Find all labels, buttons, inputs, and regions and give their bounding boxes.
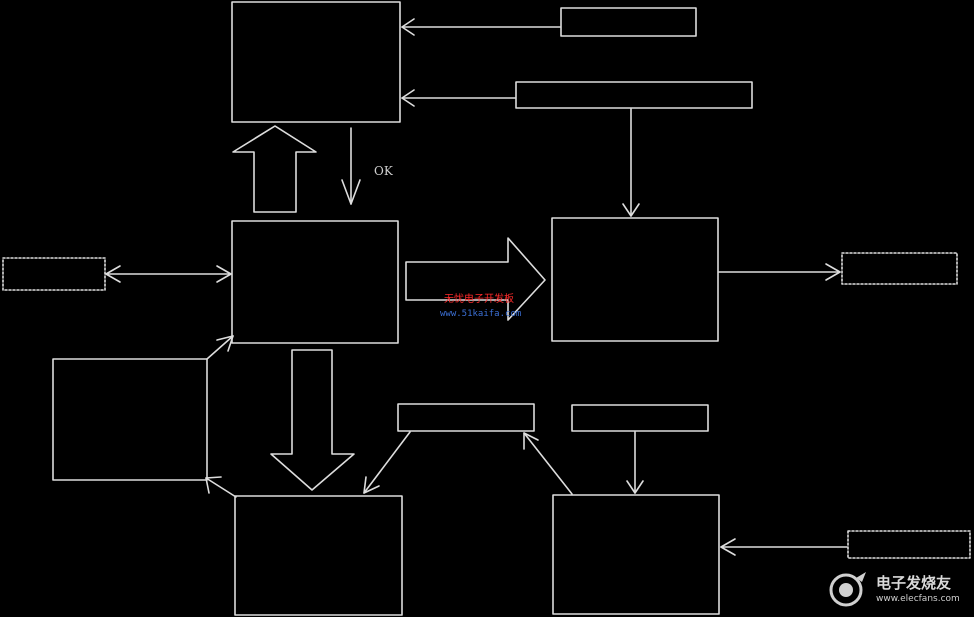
block-arrow-down — [270, 349, 355, 491]
label-box-bottom-right — [571, 404, 709, 432]
arrow-left-block-to-middle — [206, 335, 234, 360]
arrow-io-to-bottom-right-block — [720, 538, 848, 556]
io-box-bottom-right — [847, 530, 971, 559]
arrow-upper-label-to-right-block — [622, 108, 640, 217]
arrow-bottom-label-to-bottom-block — [363, 431, 411, 494]
arrow-label-to-top-block — [401, 18, 561, 36]
arrow-bottom-right-to-label — [523, 432, 573, 495]
label-box-upper-right — [515, 81, 753, 109]
block-arrow-right — [405, 237, 546, 321]
elecfans-logo: 电子发烧友 www.elecfans.com — [826, 568, 972, 612]
watermark-url: www.51kaifa.com — [440, 309, 522, 319]
block-bottom-right — [552, 494, 720, 615]
arrow-io-left-bidirectional — [105, 265, 232, 283]
label-box-bottom-middle — [397, 403, 535, 432]
arrow-right-block-to-io — [718, 263, 841, 281]
arrow-bottom-block-to-left — [205, 476, 237, 498]
arrow-upper-label-to-top-block — [401, 89, 516, 107]
ok-label: OK — [374, 164, 393, 178]
block-arrow-up — [232, 125, 317, 213]
block-top-center — [231, 1, 401, 123]
block-bottom-center — [234, 495, 403, 616]
block-left — [52, 358, 208, 481]
io-box-left — [2, 257, 106, 291]
logo-url: www.elecfans.com — [876, 594, 960, 604]
watermark-cn: 无忧电子开发板 — [444, 294, 514, 305]
elecfans-logo-icon — [829, 572, 866, 607]
logo-name-cn: 电子发烧友 — [876, 574, 952, 592]
arrow-right-label-to-bottom-right-block — [626, 431, 644, 494]
block-middle-center — [231, 220, 399, 344]
label-box-top-right — [560, 7, 697, 37]
io-box-right — [841, 252, 958, 285]
block-middle-right — [551, 217, 719, 342]
arrow-ok-down — [341, 127, 361, 205]
